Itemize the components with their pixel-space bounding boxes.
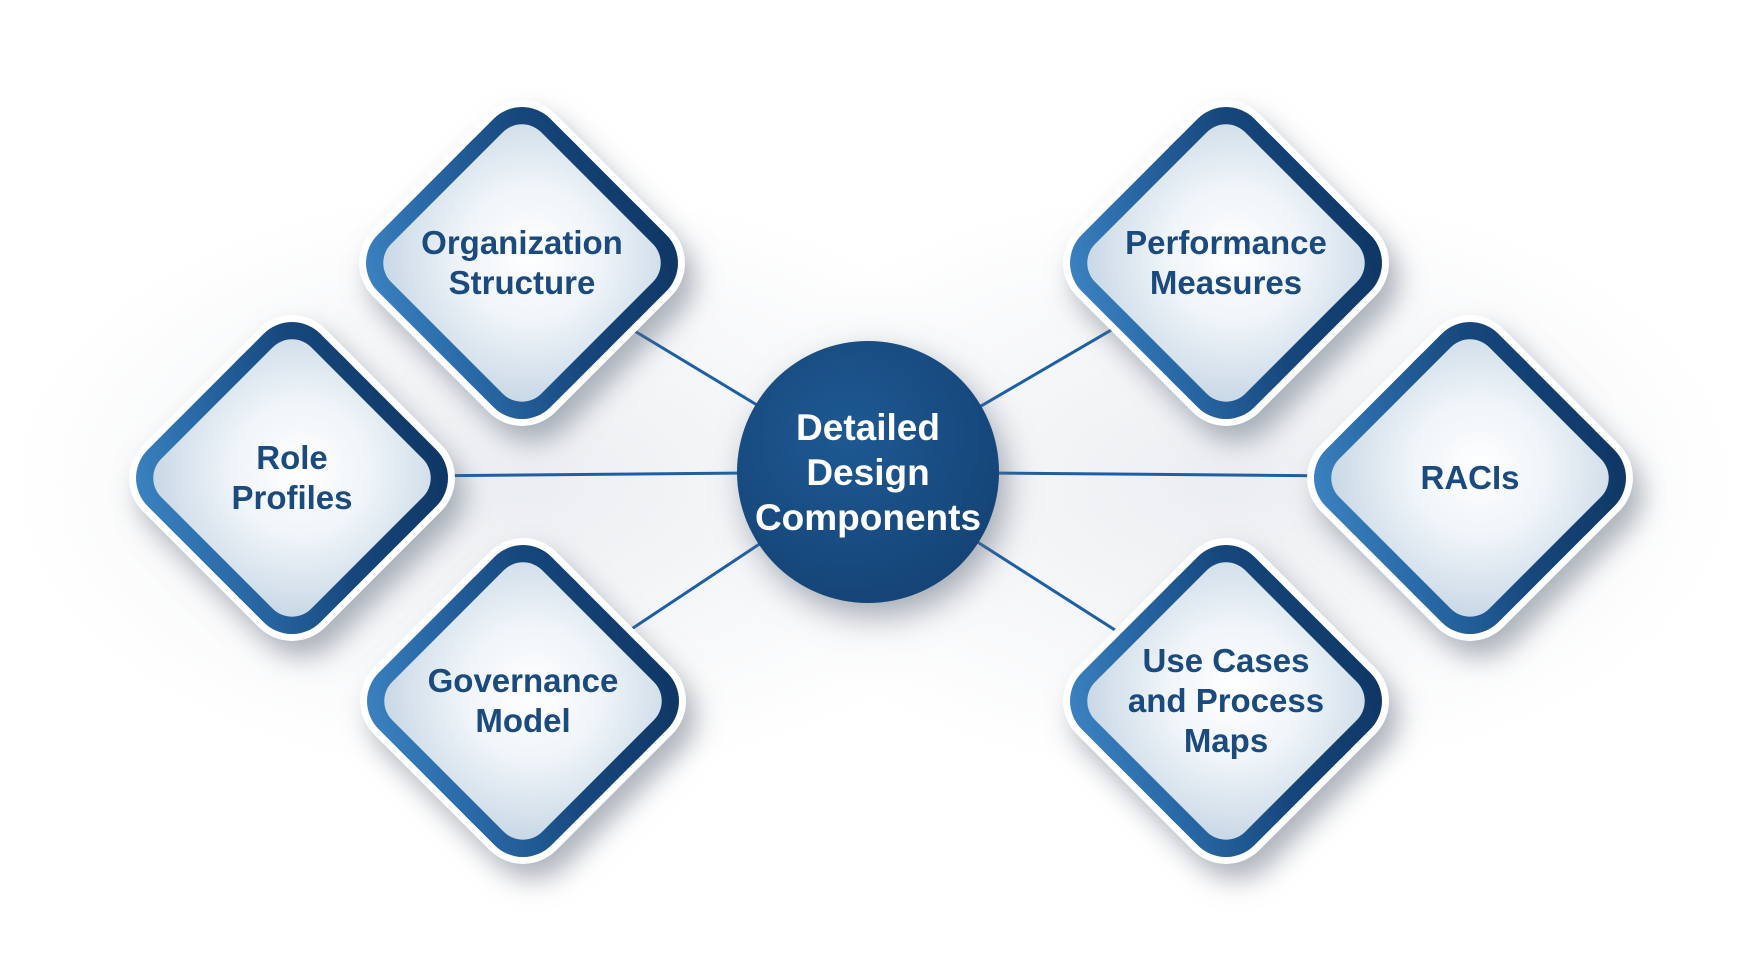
diamond-shape — [350, 528, 696, 874]
hub-label-line: Components — [754, 496, 982, 538]
hub-circle-detailed-design-components: Detailed Design Components — [737, 341, 999, 603]
diamond-inner-fill — [373, 551, 673, 851]
diamond-shape — [1053, 528, 1399, 874]
hub-label-line: Detailed — [796, 406, 940, 448]
node-governance-model: Governance Model — [343, 521, 703, 881]
hub-label-line: Design — [806, 451, 930, 493]
node-use-cases-process-maps: Use Cases and Process Maps — [1046, 521, 1406, 881]
diamond-inner-fill — [1076, 551, 1376, 851]
